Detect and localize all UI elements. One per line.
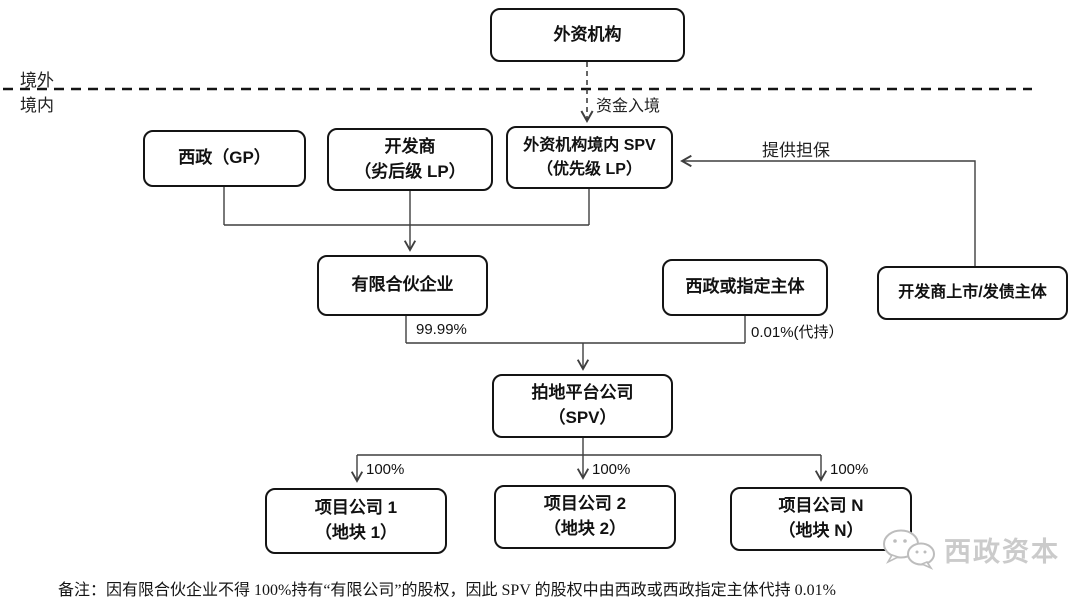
node-label: 项目公司 1	[314, 498, 398, 518]
node-sublabel: （SPV）	[548, 408, 617, 427]
wechat-icon	[878, 528, 938, 570]
node-land-platform-spv: 拍地平台公司 （SPV）	[492, 374, 673, 438]
node-foreign-institution: 外资机构	[490, 8, 685, 62]
node-developer-listed-entity: 开发商上市/发债主体	[877, 266, 1068, 320]
node-label: 项目公司 N	[778, 496, 864, 516]
node-limited-partnership: 有限合伙企业	[317, 255, 488, 316]
edge-label-nominee-share: 0.01%(代持）	[751, 324, 844, 341]
region-label-offshore: 境外	[20, 71, 54, 90]
node-xizheng-nominee: 西政或指定主体	[662, 259, 828, 316]
node-developer-junior-lp: 开发商 （劣后级 LP）	[327, 128, 493, 191]
node-label: 西政（GP）	[178, 148, 271, 168]
node-sublabel: （地块 1）	[314, 523, 398, 542]
node-label: 有限合伙企业	[351, 275, 454, 295]
node-sublabel: （地块 N）	[778, 521, 864, 540]
node-xizheng-gp: 西政（GP）	[143, 130, 306, 187]
node-sublabel: （优先级 LP）	[537, 160, 642, 178]
footnote: 备注：因有限合伙企业不得 100%持有“有限公司”的股权，因此 SPV 的股权中…	[58, 582, 836, 599]
edge-label-guarantee: 提供担保	[762, 141, 830, 160]
edge-label-project1-share: 100%	[366, 461, 405, 478]
node-sublabel: （地块 2）	[543, 519, 627, 538]
watermark: 西政资本	[878, 528, 1060, 570]
node-label: 拍地平台公司	[531, 383, 634, 403]
node-label: 外资机构	[553, 24, 622, 44]
node-label: 外资机构境内 SPV	[523, 137, 656, 155]
node-project-company-n: 项目公司 N （地块 N）	[730, 487, 912, 551]
node-label: 西政或指定主体	[685, 277, 805, 297]
node-label: 开发商	[384, 136, 436, 156]
edge-label-funds-inbound: 资金入境	[596, 98, 661, 115]
node-sublabel: （劣后级 LP）	[354, 161, 466, 181]
edge-label-project2-share: 100%	[592, 461, 631, 478]
node-project-company-2: 项目公司 2 （地块 2）	[494, 485, 676, 549]
watermark-brand: 西政资本	[944, 536, 1060, 567]
node-label: 开发商上市/发债主体	[898, 284, 1047, 302]
region-label-onshore: 境内	[20, 96, 54, 115]
edge-label-partnership-share: 99.99%	[416, 321, 467, 338]
node-label: 项目公司 2	[543, 494, 627, 514]
edge-label-projectN-share: 100%	[830, 461, 869, 478]
node-project-company-1: 项目公司 1 （地块 1）	[265, 488, 447, 554]
node-onshore-spv-senior-lp: 外资机构境内 SPV （优先级 LP）	[506, 126, 673, 189]
